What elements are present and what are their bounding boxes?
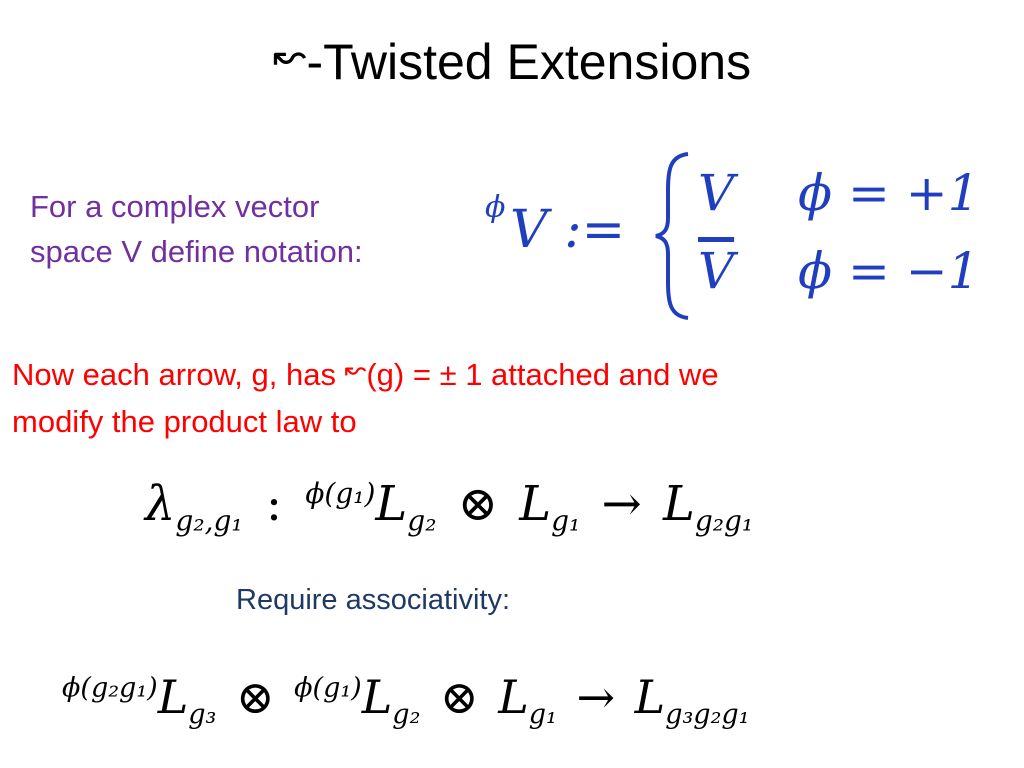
notation-text: For a complex vector space V define nota… [30,184,363,274]
arrow-text: Now each arrow, g, has ↜(g) = ± 1 attach… [12,352,719,445]
twist-arrow-icon: ↜ [272,34,307,78]
formula1-phi-sup: ϕ [485,190,506,225]
twist-arrow-inline-icon: ↜ [344,354,367,384]
associativity-formula: ϕ(g₂g₁)Lg₃ ⊗ ϕ(g₁)Lg₂ ⊗ Lg₁ → Lg₃g₂g₁ [62,670,750,731]
title-text: -Twisted Extensions [306,34,752,90]
formula1-case1-cond: ϕ = +1 [798,164,980,222]
formula1-left: V := [510,200,626,260]
formula1-case2-cond: ϕ = −1 [798,242,980,300]
formula1-case2-value: V [698,242,735,300]
notation-line-1: For a complex vector [30,189,320,224]
product-law-formula: λg₂,g₁ : ϕ(g₁)Lg₂ ⊗ Lg₁ → Lg₂g₁ [145,476,754,538]
notation-line-2: space V define notation: [30,234,363,269]
arrow-line-2: modify the product law to [12,404,357,439]
page-title: ↜-Twisted Extensions [0,30,1024,98]
associativity-label: Require associativity: [236,584,510,616]
notation-formula: ϕ V := V ϕ = +1 V ϕ = −1 [480,150,1000,325]
formula1-case1-value: V [698,164,735,222]
curly-brace-icon [655,152,689,320]
arrow-line-1: Now each arrow, g, has ↜(g) = ± 1 attach… [12,354,719,392]
